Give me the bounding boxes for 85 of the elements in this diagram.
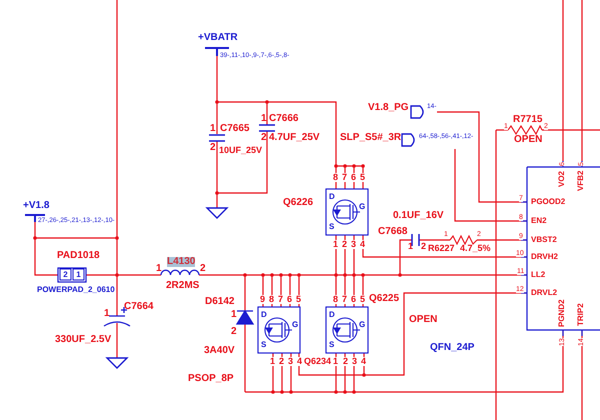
component-value: 3A40V xyxy=(204,346,235,356)
pin-name: DRVH2 xyxy=(531,253,558,261)
pin-name: PGOOD2 xyxy=(531,198,566,206)
pin-letter: D xyxy=(329,311,335,319)
component-value: 4.7_5% xyxy=(460,244,491,253)
pin-number: 1 xyxy=(408,242,414,251)
pin-number: 8 xyxy=(333,173,338,182)
component-ref: C7666 xyxy=(269,114,298,124)
pin-name: VBST2 xyxy=(531,236,557,244)
component-ref: R6227 xyxy=(428,244,455,253)
component-ref: Q6234 xyxy=(304,357,332,366)
pin-number: 4 xyxy=(360,240,366,249)
component-value: OPEN xyxy=(514,135,542,145)
pin-number: 7 xyxy=(342,295,348,304)
pin-name: TRIP2 xyxy=(577,303,585,326)
pin-number: 8 xyxy=(333,295,338,304)
pin-number: 7 xyxy=(342,173,348,182)
footprint-label: POWERPAD_2_0610 xyxy=(37,286,115,294)
component-ref: Q6226 xyxy=(283,198,314,208)
pin-number: 2 xyxy=(261,133,267,143)
component-ref: PAD1018 xyxy=(57,251,100,261)
component-ref: C7668 xyxy=(378,227,408,237)
pin-number: 2 xyxy=(231,327,237,337)
component-value: 4.7UF_25V xyxy=(269,133,320,143)
pin-number: 1 xyxy=(231,310,237,320)
pin-number: 3 xyxy=(351,240,356,249)
component-value: 2R2MS xyxy=(166,281,200,291)
component-ref: D6142 xyxy=(205,297,234,307)
pin-number: 1 xyxy=(333,240,338,249)
pin-number: 7 xyxy=(278,295,284,304)
pin-number: 2 xyxy=(279,357,284,366)
pin-letter: S xyxy=(329,341,334,349)
pin-number: 1 xyxy=(270,357,276,366)
pin-name: LL2 xyxy=(531,271,546,279)
pin-number: 3 xyxy=(288,357,294,366)
pin-number: 6 xyxy=(351,173,356,182)
pin-number: 2 xyxy=(342,240,348,249)
pin-number: 2 xyxy=(421,242,426,251)
pin-number: 4 xyxy=(361,357,366,366)
component-ref: Q6225 xyxy=(369,294,400,304)
net-label: SLP_S5#_3R xyxy=(340,133,402,143)
pin-name: DRVL2 xyxy=(531,289,558,297)
pin-letter: D xyxy=(261,311,267,319)
pin-name: PGND2 xyxy=(558,299,566,327)
pad-terminal: 2 xyxy=(62,269,69,280)
component-value: 10UF_25V xyxy=(219,146,262,155)
power-net-label: +V1.8 xyxy=(23,201,50,211)
pin-letter: S xyxy=(329,223,334,231)
pin-number: 1 xyxy=(104,309,110,319)
pin-number: 8 xyxy=(269,295,274,304)
component-value: PSOP_8P xyxy=(188,374,234,384)
pin-number: 1 xyxy=(333,357,338,366)
component-ref: C7664 xyxy=(124,302,154,312)
net-label: V1.8_PG xyxy=(368,103,409,113)
pin-number: 3 xyxy=(352,357,358,366)
pin-number: 9 xyxy=(260,295,266,304)
pin-name: VO2 xyxy=(558,170,566,187)
pin-number: 5 xyxy=(296,295,302,304)
pin-letter: G xyxy=(359,203,366,211)
pin-number: 5 xyxy=(360,173,366,182)
pin-number: 1 xyxy=(261,114,267,124)
pin-letter: G xyxy=(292,321,298,329)
pin-letter: S xyxy=(261,341,266,349)
pin-number: 1 xyxy=(210,124,216,134)
component-value: OPEN xyxy=(409,315,438,325)
pin-name: VFB2 xyxy=(577,170,585,191)
power-net-label: +VBATR xyxy=(198,33,238,43)
part-label: QFN_24P xyxy=(430,343,474,353)
component-ref: R7715 xyxy=(513,115,542,125)
pin-number: 6 xyxy=(351,295,356,304)
pin-number: 2 xyxy=(200,264,206,274)
pin-number: 5 xyxy=(360,295,366,304)
pin-letter: D xyxy=(329,193,335,201)
component-value: 330UF_2.5V xyxy=(55,335,112,345)
component-ref: C7665 xyxy=(220,124,250,134)
pin-number: 4 xyxy=(297,357,302,366)
pin-letter: G xyxy=(359,321,366,329)
pin-number: 6 xyxy=(287,295,292,304)
pad-terminal: 1 xyxy=(75,269,82,280)
pin-number: 1 xyxy=(156,264,162,274)
pin-number: 2 xyxy=(210,143,216,153)
component-ref: L4130 xyxy=(167,257,196,267)
pin-name: EN2 xyxy=(531,217,547,225)
component-value: 0.1UF_16V xyxy=(393,211,444,221)
pin-number: 2 xyxy=(343,357,348,366)
